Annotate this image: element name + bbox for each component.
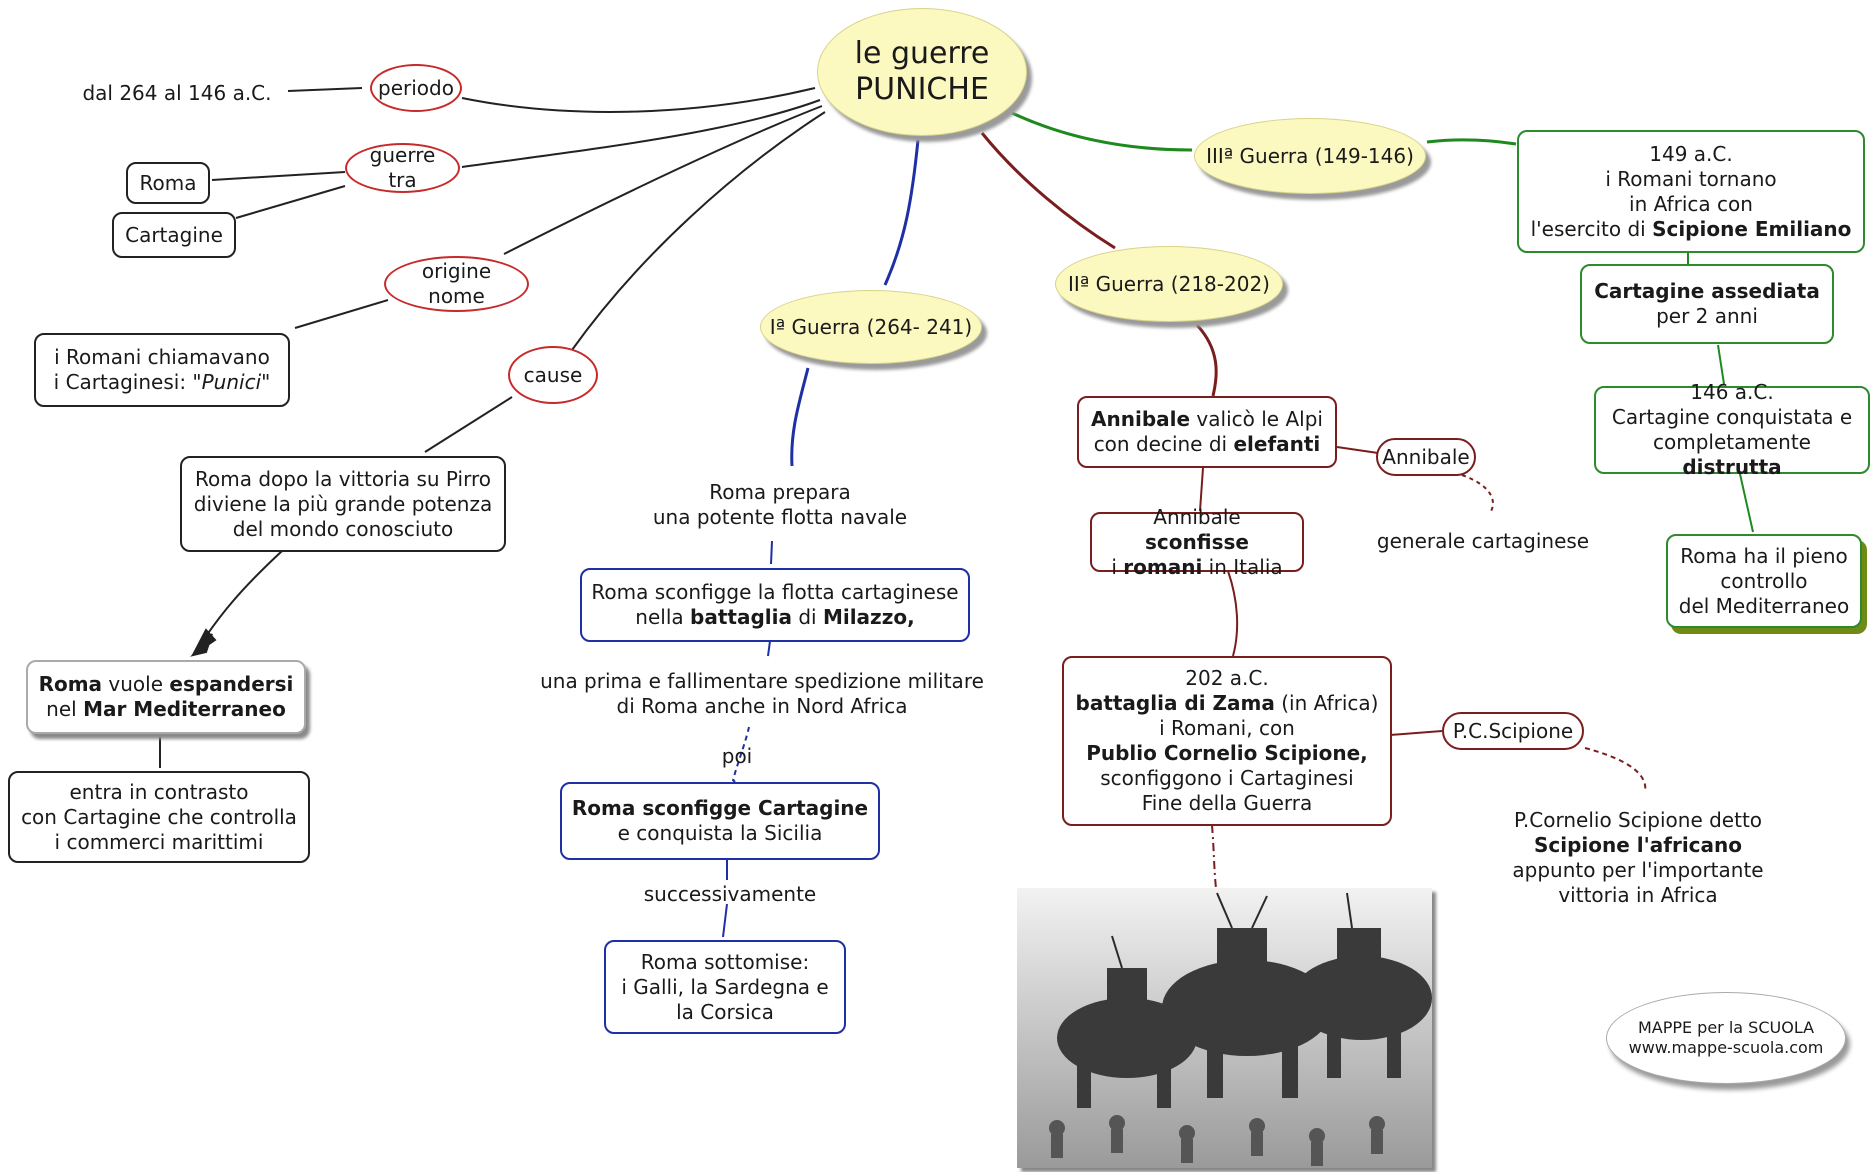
expand-box: Roma vuole espandersi nel Mar Mediterran… <box>26 660 306 734</box>
hannibal-label: Annibale <box>1376 438 1476 476</box>
milazzo-box: Roma sconfigge la flotta cartaginese nel… <box>580 568 970 642</box>
period-value: dal 264 al 146 a.C. <box>82 80 272 105</box>
wars-between-label: guerre tra <box>345 143 460 193</box>
central-topic: le guerre PUNICHE <box>817 8 1027 136</box>
roma-box: Roma <box>126 162 210 204</box>
name-origin-text: i Romani chiamavano i Cartaginesi: "Puni… <box>34 333 290 407</box>
first-war-label: Iª Guerra (264- 241) <box>760 290 982 364</box>
name-origin-label: origine nome <box>384 256 529 312</box>
contrast-box: entra in contrasto con Cartagine che con… <box>8 771 310 863</box>
expedition-text: una prima e fallimentare spedizione mili… <box>540 669 984 718</box>
zama-box: 202 a.C. battaglia di Zama (in Africa) i… <box>1062 656 1392 826</box>
site-credit-badge: MAPPE per la SCUOLA www.mappe-scuola.com <box>1606 992 1846 1084</box>
return-box: 149 a.C. i Romani tornano in Africa con … <box>1517 130 1865 253</box>
third-war-label: IIIª Guerra (149-146) <box>1194 118 1426 194</box>
second-war-label: IIª Guerra (218-202) <box>1055 246 1283 322</box>
battle-engraving-image <box>1017 888 1432 1168</box>
scipio-label: P.C.Scipione <box>1442 712 1584 750</box>
then-label: poi <box>721 743 753 768</box>
subdued-box: Roma sottomise: i Galli, la Sardegna e l… <box>604 940 846 1034</box>
africanus-text: P.Cornelio Scipione detto Scipione l'afr… <box>1512 808 1764 907</box>
cartagine-box: Cartagine <box>112 212 236 258</box>
carthaginian-general-text: generale cartaginese <box>1376 528 1590 553</box>
causes-label: cause <box>508 346 598 404</box>
title-line-2: PUNICHE <box>855 72 989 107</box>
destroyed-box: 146 a.C. Cartagine conquistata e complet… <box>1594 380 1870 479</box>
control-box: Roma ha il pieno controllo del Mediterra… <box>1666 534 1862 628</box>
title-line-1: le guerre <box>854 36 990 71</box>
battle-scene-illustration <box>1017 888 1432 1168</box>
period-label: periodo <box>370 64 462 112</box>
causes-text: Roma dopo la vittoria su Pirro diviene l… <box>180 456 506 552</box>
subsequently-label: successivamente <box>643 881 817 906</box>
alps-box: Annibale valicò le Alpi con decine di el… <box>1077 396 1337 468</box>
fleet-text: Roma prepara una potente flotta navale <box>652 480 908 529</box>
siege-box: Cartagine assediata per 2 anni <box>1580 264 1834 344</box>
sicily-box: Roma sconfigge Cartagine e conquista la … <box>560 782 880 860</box>
defeated-box: Annibale sconfisse i romani in Italia <box>1090 505 1304 579</box>
